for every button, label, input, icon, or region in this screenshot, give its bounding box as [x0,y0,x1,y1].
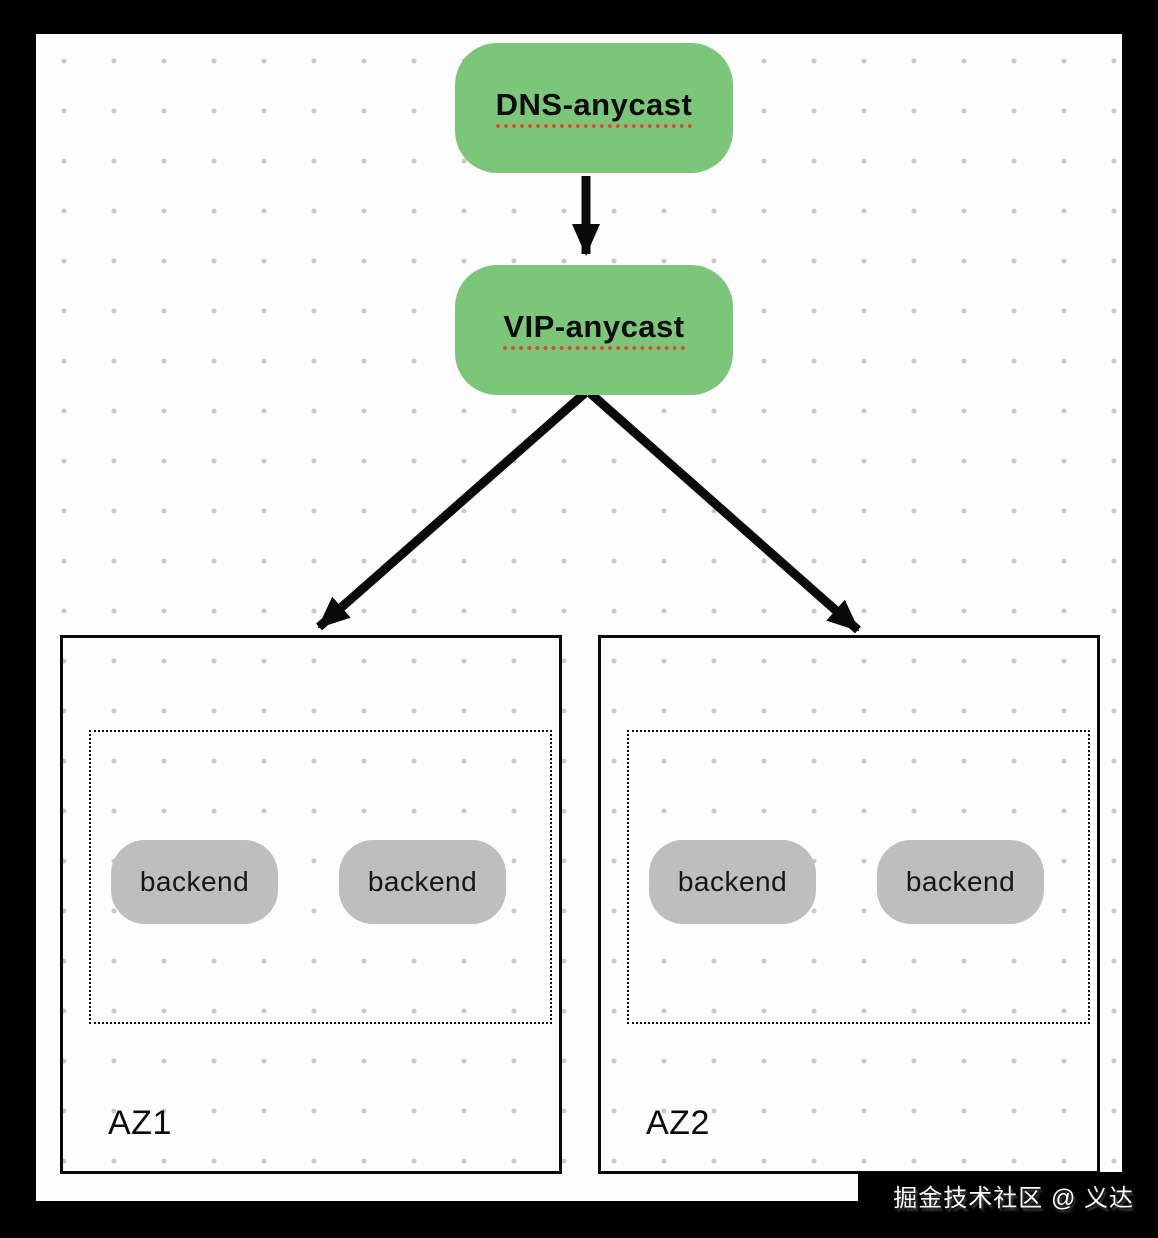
backend-node: backend [339,840,506,924]
watermark-text: 掘金技术社区 @ 义达 [893,1185,1134,1212]
diagram-canvas: DNS-anycast VIP-anycast backend backend … [36,34,1122,1201]
backend-label: backend [905,866,1016,897]
node-vip-anycast-label: VIP-anycast [503,309,685,351]
arrow-vip-to-az1 [316,389,588,631]
node-vip-anycast: VIP-anycast [455,265,733,395]
zone-az2: backend backend AZ2 [598,635,1100,1174]
node-dns-anycast: DNS-anycast [455,43,733,173]
zone-az1-label: AZ1 [108,1104,172,1142]
backend-node: backend [649,840,816,924]
backend-label: backend [367,866,478,897]
zone-az1-subnet: backend backend [89,730,552,1024]
zone-az2-subnet: backend backend [627,730,1090,1024]
backend-node: backend [877,840,1044,924]
backend-node: backend [111,840,278,924]
watermark-band [858,1172,1158,1238]
node-dns-anycast-label: DNS-anycast [495,87,693,129]
backend-label: backend [677,866,788,897]
arrow-vip-to-az2 [587,389,861,634]
zone-az2-label: AZ2 [646,1104,710,1142]
zone-az1: backend backend AZ1 [60,635,562,1174]
backend-label: backend [139,866,250,897]
